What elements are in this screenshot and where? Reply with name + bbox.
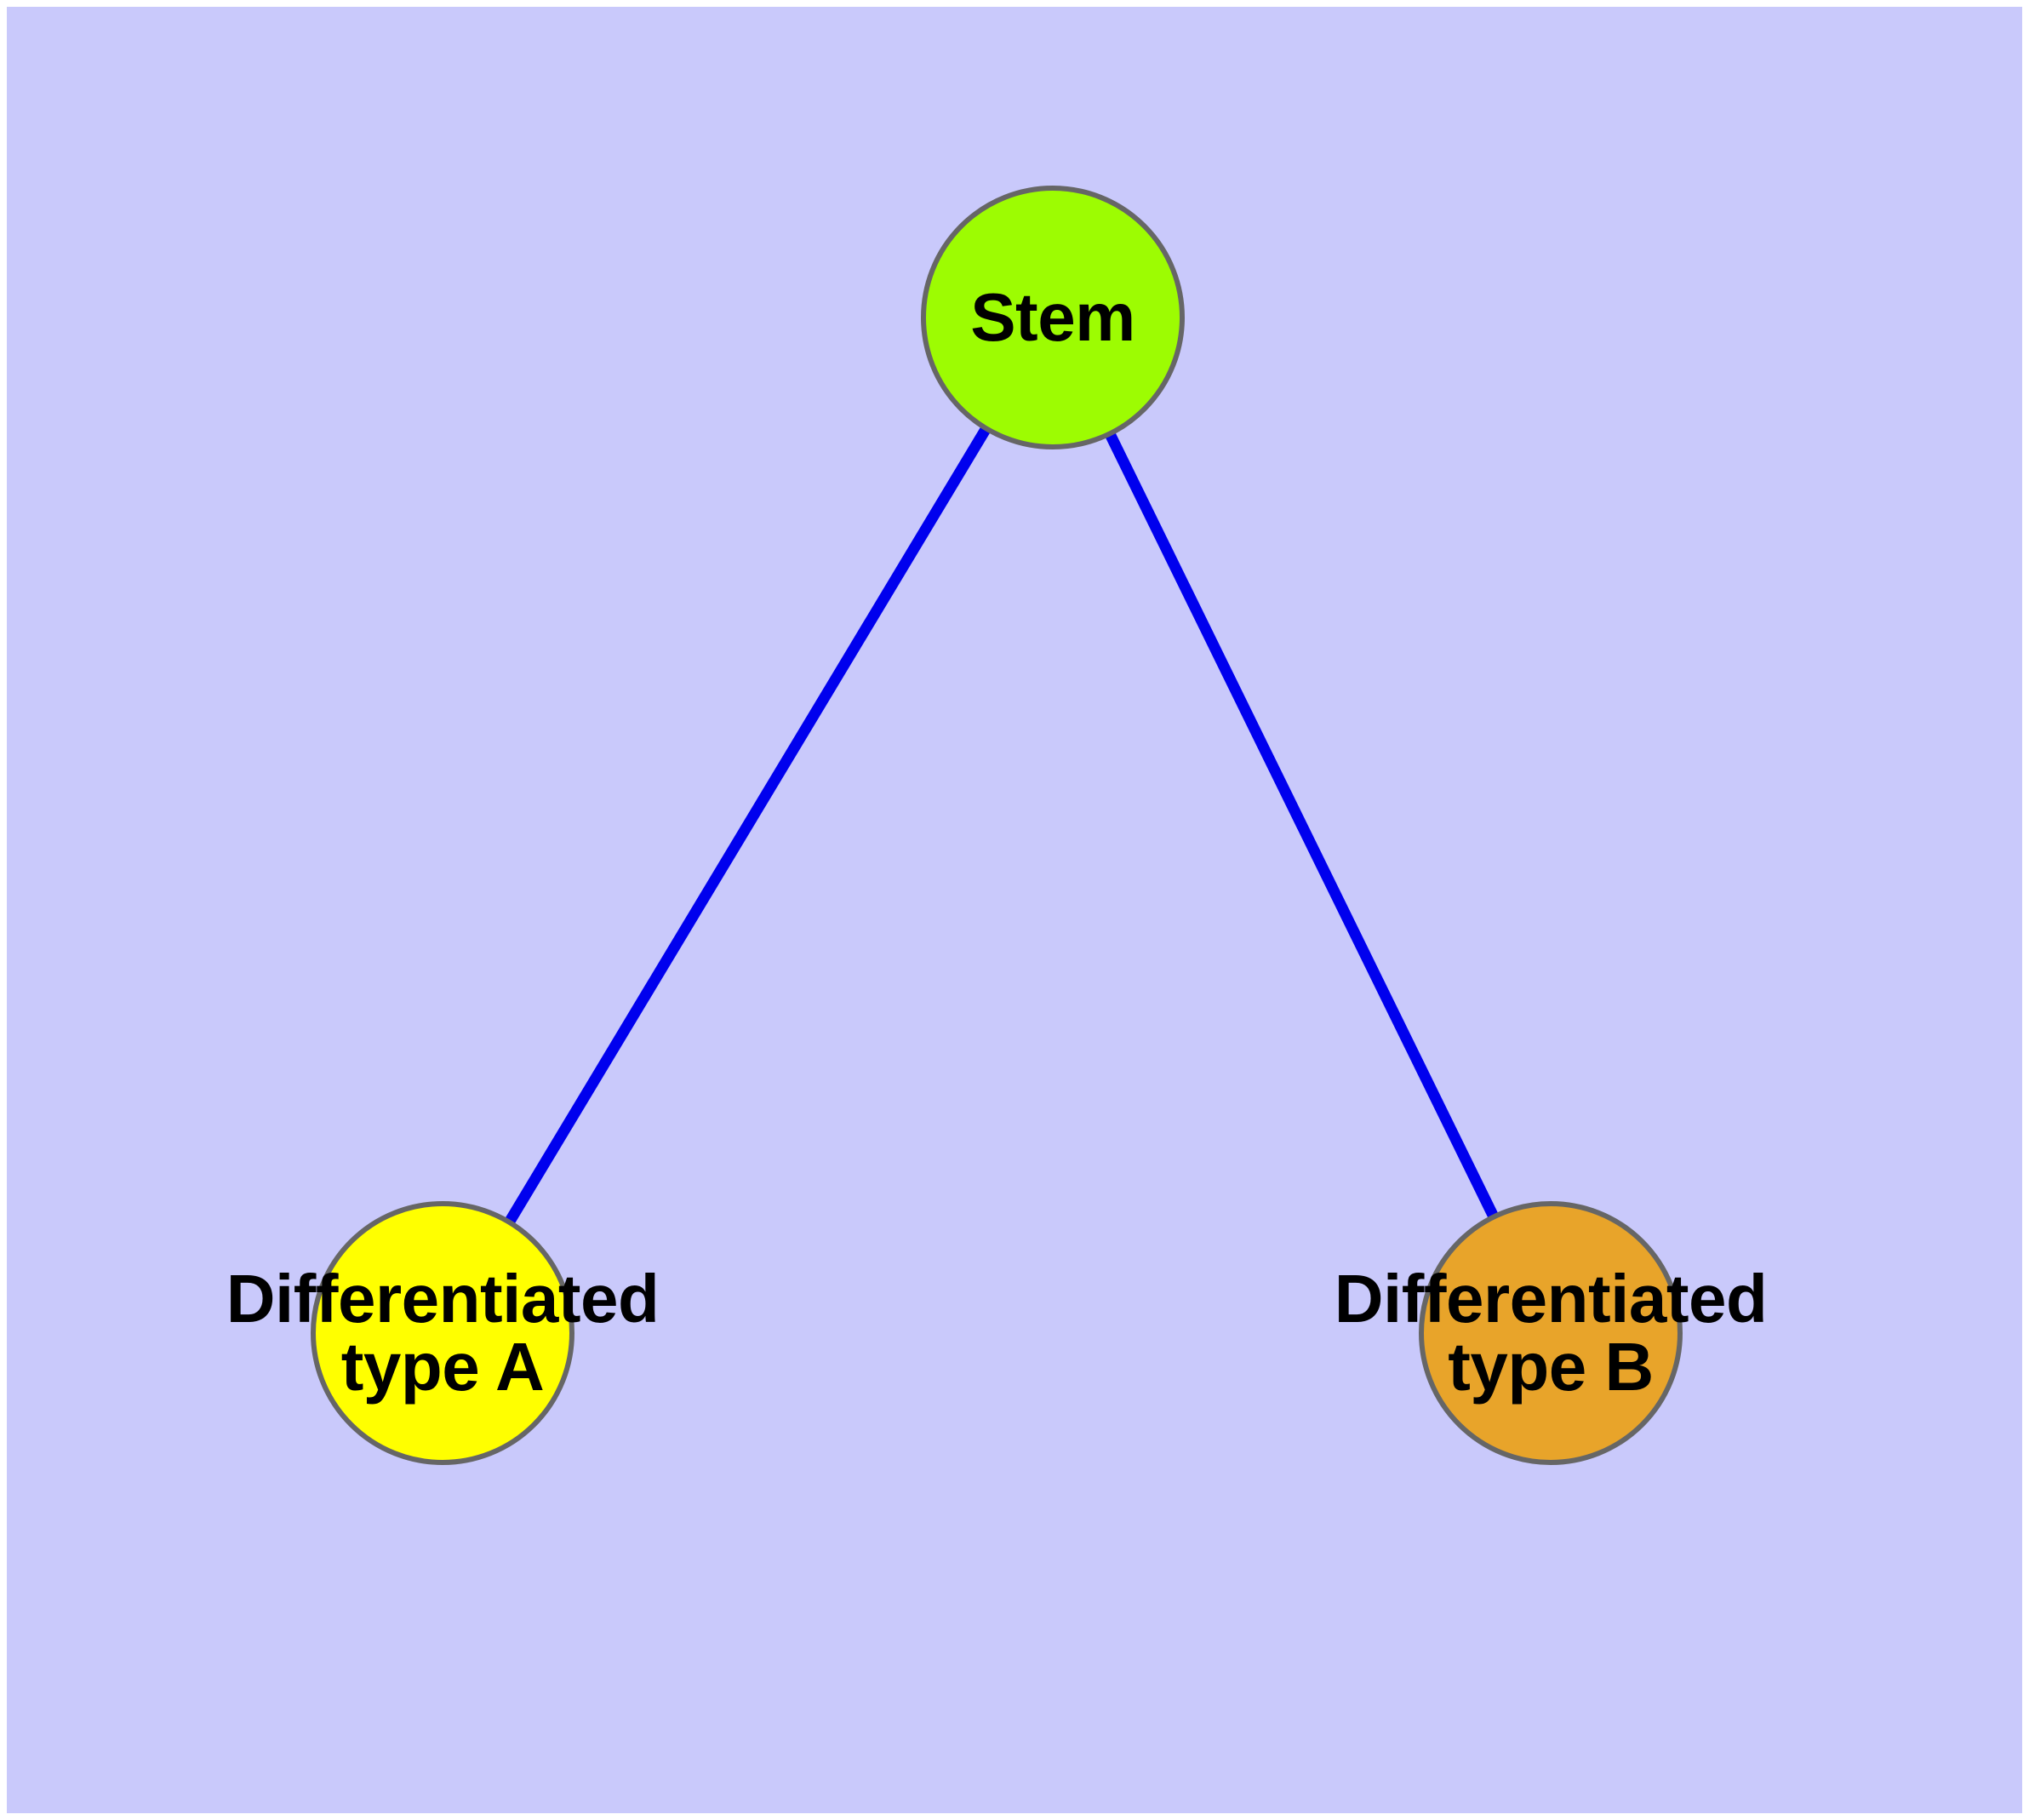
node-circle-diff_b[interactable] xyxy=(1419,1201,1683,1465)
edge-stem-to-diff_a xyxy=(505,426,991,1224)
nodes-group xyxy=(311,186,1683,1465)
node-circle-stem[interactable] xyxy=(921,186,1185,449)
edges-group xyxy=(505,426,1499,1224)
node-circle-diff_a[interactable] xyxy=(311,1201,574,1465)
edge-stem-to-diff_b xyxy=(1105,432,1499,1218)
